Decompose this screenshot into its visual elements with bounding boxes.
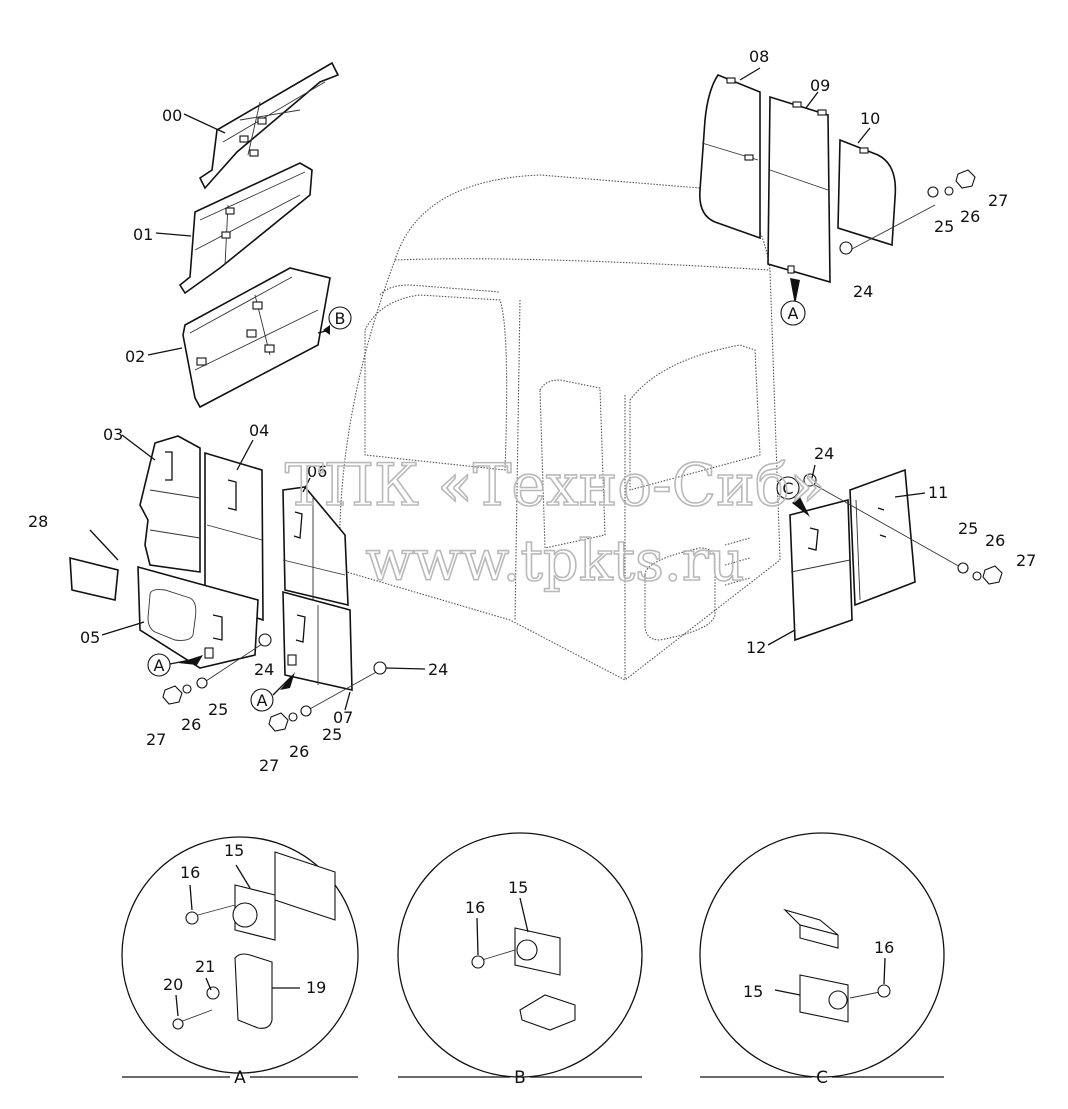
label-27: 27 bbox=[1016, 551, 1036, 570]
label-04: 04 bbox=[249, 421, 269, 440]
label-02: 02 bbox=[125, 347, 145, 366]
panel-02 bbox=[182, 267, 331, 409]
label-09: 09 bbox=[810, 76, 830, 95]
callout-c-marker: C bbox=[776, 476, 800, 500]
label-12: 12 bbox=[746, 638, 766, 657]
panel-08 bbox=[698, 74, 761, 240]
label-16: 16 bbox=[465, 898, 485, 917]
label-19: 19 bbox=[306, 978, 326, 997]
label-10: 10 bbox=[860, 109, 880, 128]
label-26: 26 bbox=[985, 531, 1005, 550]
label-06: 06 bbox=[307, 462, 327, 481]
watermark-url: www.tpkts.ru bbox=[365, 529, 744, 594]
label-28: 28 bbox=[28, 512, 48, 531]
detail-circle-c bbox=[699, 832, 945, 1078]
label-24: 24 bbox=[853, 282, 873, 301]
panel-00 bbox=[198, 61, 340, 190]
hardware-right bbox=[803, 473, 1003, 585]
callout-a-marker-mid: A bbox=[250, 688, 274, 712]
label-05: 05 bbox=[80, 628, 100, 647]
label-00: 00 bbox=[162, 106, 182, 125]
label-20: 20 bbox=[163, 975, 183, 994]
watermark: ТПК «Техно-Сиб» www.tpkts.ru bbox=[284, 450, 826, 595]
callout-a-text: A bbox=[788, 304, 799, 323]
label-26: 26 bbox=[289, 742, 309, 761]
label-25: 25 bbox=[322, 725, 342, 744]
detail-circle-b bbox=[397, 832, 643, 1078]
label-26: 26 bbox=[960, 207, 980, 226]
callout-arrows bbox=[169, 278, 810, 696]
callout-a-marker-left: A bbox=[147, 653, 171, 677]
label-01: 01 bbox=[133, 225, 153, 244]
detail-caption-a: A bbox=[234, 1068, 246, 1088]
callout-a-marker-top: A bbox=[780, 300, 806, 326]
label-15: 15 bbox=[743, 982, 763, 1001]
label-15: 15 bbox=[224, 841, 244, 860]
label-25: 25 bbox=[934, 217, 954, 236]
detail-caption-c: C bbox=[816, 1068, 828, 1088]
label-08: 08 bbox=[749, 47, 769, 66]
label-27: 27 bbox=[988, 191, 1008, 210]
label-27: 27 bbox=[146, 730, 166, 749]
panel-10 bbox=[837, 138, 897, 247]
callout-a-text: A bbox=[154, 656, 165, 675]
panel-05 bbox=[137, 565, 259, 669]
panel-06 bbox=[282, 486, 349, 607]
label-24: 24 bbox=[814, 444, 834, 463]
label-25: 25 bbox=[208, 700, 228, 719]
panel-04 bbox=[204, 451, 264, 622]
part-labels: 00 01 02 03 04 05 06 07 08 09 10 11 12 2… bbox=[28, 47, 1036, 1001]
detail-circle-a bbox=[121, 836, 359, 1074]
label-24: 24 bbox=[254, 660, 274, 679]
panel-03 bbox=[139, 435, 201, 573]
detail-captions: A B C bbox=[122, 1068, 944, 1088]
panel-12 bbox=[789, 498, 853, 642]
panel-01 bbox=[178, 162, 313, 295]
panel-09 bbox=[767, 95, 831, 284]
label-21: 21 bbox=[195, 957, 215, 976]
hardware-top-right bbox=[839, 169, 976, 255]
label-15: 15 bbox=[508, 878, 528, 897]
callout-a-text: A bbox=[257, 691, 268, 710]
label-03: 03 bbox=[103, 425, 123, 444]
plate-28 bbox=[69, 556, 119, 601]
panel-11 bbox=[849, 468, 916, 607]
leader-lines bbox=[89, 67, 926, 1017]
label-16: 16 bbox=[180, 863, 200, 882]
callout-c-text: C bbox=[782, 479, 793, 498]
label-16: 16 bbox=[874, 938, 894, 957]
watermark-company: ТПК «Техно-Сиб» bbox=[285, 451, 825, 519]
label-24: 24 bbox=[428, 660, 448, 679]
cab-body bbox=[339, 174, 781, 681]
label-25: 25 bbox=[958, 519, 978, 538]
label-27: 27 bbox=[259, 756, 279, 775]
label-07: 07 bbox=[333, 708, 353, 727]
label-26: 26 bbox=[181, 715, 201, 734]
callout-b-text: B bbox=[335, 309, 346, 328]
callout-b-marker: B bbox=[328, 306, 352, 330]
label-11: 11 bbox=[928, 483, 948, 502]
panel-07 bbox=[282, 590, 353, 692]
detail-caption-b: B bbox=[514, 1068, 526, 1088]
hardware-left bbox=[162, 633, 387, 732]
